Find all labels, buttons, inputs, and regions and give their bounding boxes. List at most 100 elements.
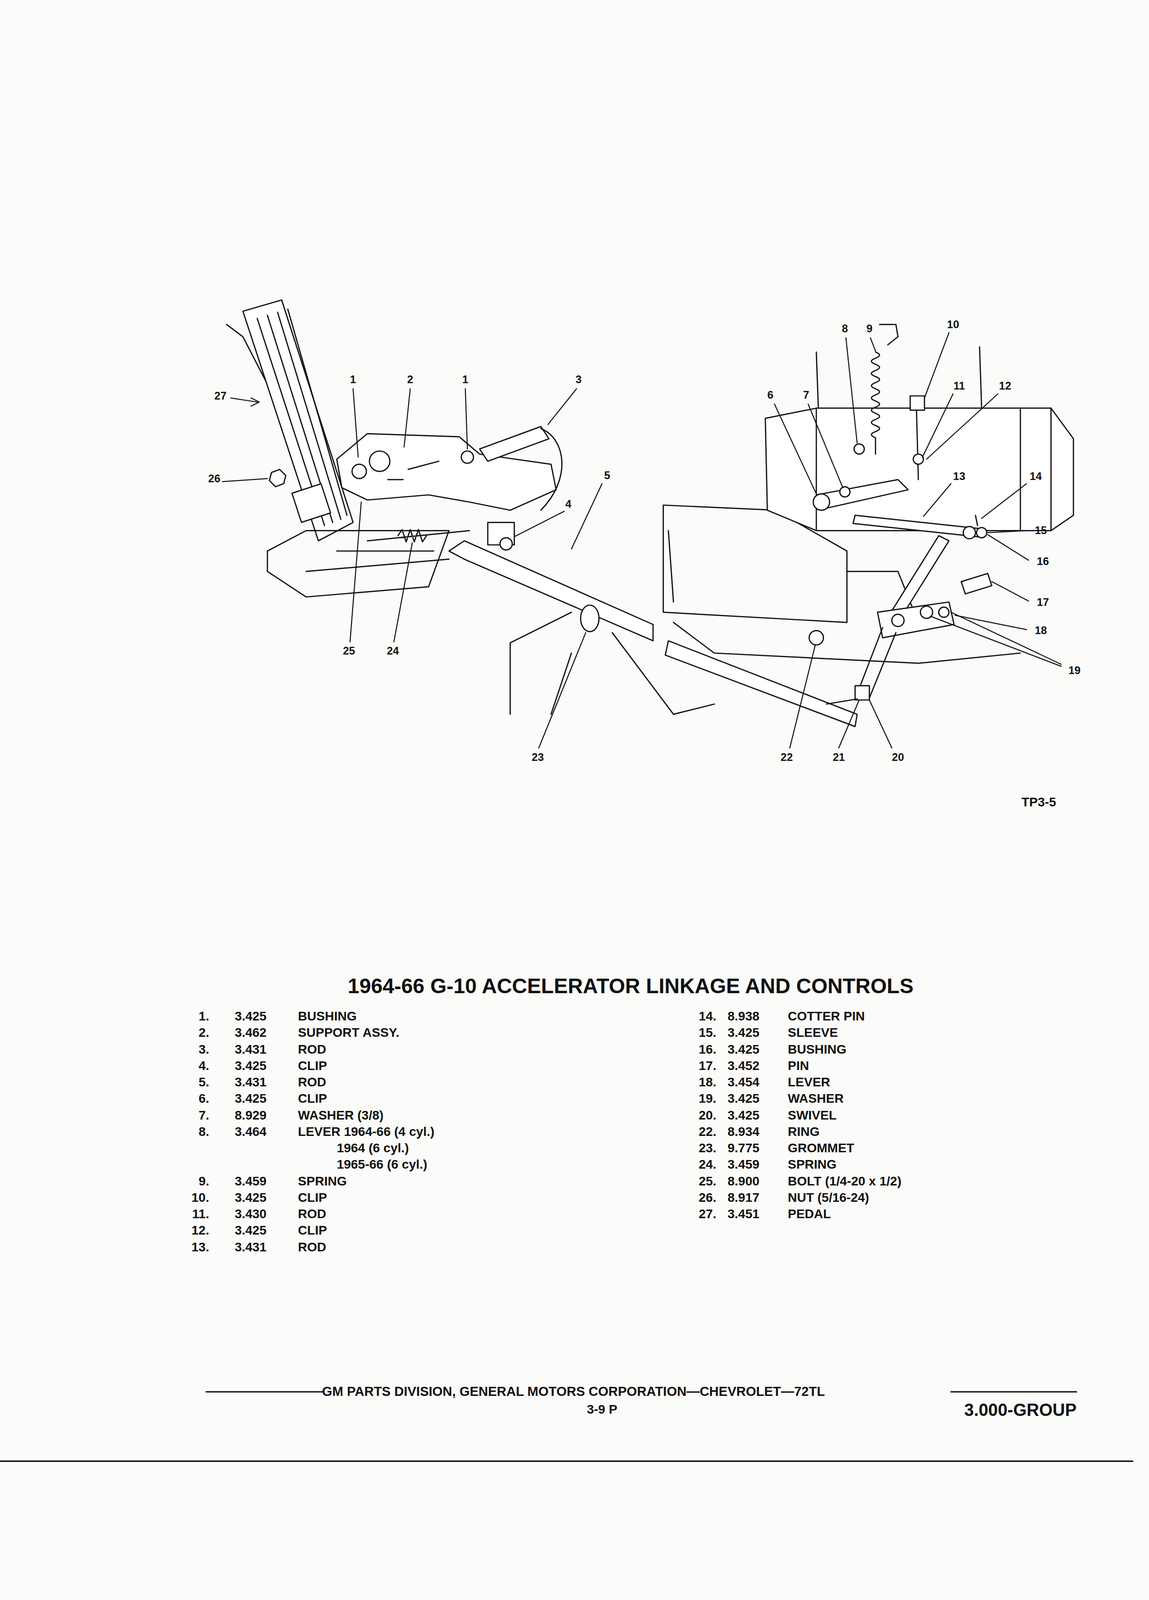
item-number: 23. xyxy=(698,1141,717,1156)
part-name: ROD xyxy=(298,1207,327,1222)
part-number: 3.430 xyxy=(234,1207,267,1222)
section-group: 3.000-GROUP xyxy=(964,1400,1077,1420)
item-number: 12. xyxy=(191,1223,210,1238)
part-number: 3.425 xyxy=(234,1059,267,1074)
part-number: 3.425 xyxy=(234,1009,267,1024)
callout-number: 2 xyxy=(407,373,414,386)
part-number: 9.775 xyxy=(727,1141,760,1156)
part-number: 3.425 xyxy=(727,1091,760,1106)
part-name: SWIVEL xyxy=(787,1108,837,1123)
part-number: 8.938 xyxy=(727,1009,760,1024)
item-number: 9. xyxy=(198,1173,210,1189)
part-number: 3.451 xyxy=(727,1207,760,1222)
part-name: ROD xyxy=(298,1075,327,1090)
item-number: 7. xyxy=(198,1108,210,1123)
item-number: 16. xyxy=(698,1042,717,1057)
part-name: GROMMET xyxy=(787,1141,855,1156)
callout-number: 10 xyxy=(947,318,960,331)
item-number: 5. xyxy=(198,1075,210,1090)
part-number: 8.900 xyxy=(727,1173,760,1189)
item-number: 26. xyxy=(698,1190,717,1205)
part-number: 3.425 xyxy=(234,1091,267,1106)
part-number: 3.452 xyxy=(727,1059,760,1074)
part-name: ROD xyxy=(298,1042,327,1057)
item-number: 14. xyxy=(698,1009,717,1024)
part-number: 3.454 xyxy=(727,1075,760,1090)
part-name: CLIP xyxy=(298,1223,328,1238)
part-number: 3.464 xyxy=(234,1124,267,1140)
item-number: 11. xyxy=(192,1207,210,1222)
part-name: SUPPORT ASSY. xyxy=(298,1025,400,1040)
callout-number: 21 xyxy=(832,751,845,764)
callout-number: 4 xyxy=(565,498,572,510)
title: 1964-66 G-10 ACCELERATOR LINKAGE AND CON… xyxy=(347,974,914,998)
part-name: RING xyxy=(787,1124,820,1140)
footer-text: GM PARTS DIVISION, GENERAL MOTORS CORPOR… xyxy=(322,1384,825,1399)
part-number: 3.425 xyxy=(234,1223,267,1238)
callout-number: 26 xyxy=(208,472,221,485)
part-name: BUSHING xyxy=(787,1042,847,1057)
item-number: 20. xyxy=(698,1108,717,1123)
callout-number: 25 xyxy=(342,644,355,657)
callout-number: 16 xyxy=(1036,555,1050,568)
callout-number: 8 xyxy=(841,322,848,335)
part-number: 3.431 xyxy=(234,1075,267,1090)
part-number: 3.425 xyxy=(234,1190,267,1205)
part-name: WASHER (3/8) xyxy=(298,1108,384,1123)
item-number: 3. xyxy=(198,1042,210,1057)
callout-number: 20 xyxy=(891,751,905,764)
part-name: BOLT (1/4-20 x 1/2) xyxy=(787,1173,902,1189)
part-number: 8.934 xyxy=(727,1124,760,1140)
item-number: 4. xyxy=(198,1059,210,1074)
item-number: 10. xyxy=(191,1190,210,1205)
part-number: 8.917 xyxy=(727,1190,760,1205)
part-number: 3.425 xyxy=(727,1025,760,1040)
callout-number: 9 xyxy=(866,322,873,335)
page-number: 3-9 P xyxy=(586,1402,618,1417)
item-number: 17. xyxy=(698,1059,717,1074)
callout-number: 11 xyxy=(953,379,965,392)
part-number: 3.462 xyxy=(234,1025,267,1040)
part-name: LEVER xyxy=(787,1075,830,1090)
part-name: NUT (5/16-24) xyxy=(787,1190,870,1205)
part-number: 3.425 xyxy=(727,1108,760,1123)
item-number: 2. xyxy=(198,1025,210,1040)
item-number: 6. xyxy=(198,1091,210,1106)
callout-number: 17 xyxy=(1036,595,1050,608)
item-number: 13. xyxy=(191,1239,210,1254)
part-name: CLIP xyxy=(298,1091,328,1106)
part-name: CLIP xyxy=(298,1190,328,1205)
item-number: 1. xyxy=(198,1009,210,1024)
item-number: 25. xyxy=(698,1173,717,1189)
part-number: 3.459 xyxy=(727,1157,760,1172)
part-name: SPRING xyxy=(787,1157,837,1172)
part-name: SLEEVE xyxy=(787,1025,838,1040)
part-name: BUSHING xyxy=(298,1009,357,1024)
figure-code: TP3-5 xyxy=(1021,794,1056,810)
callout-number: 1 xyxy=(349,373,356,386)
part-name: CLIP xyxy=(298,1059,328,1074)
part-name: WASHER xyxy=(787,1091,844,1106)
item-number: 22. xyxy=(698,1124,717,1140)
item-number: 8. xyxy=(198,1124,210,1140)
callout-number: 5 xyxy=(604,469,610,482)
callout-number: 18 xyxy=(1034,624,1048,637)
part-name: 1965-66 (6 cyl.) xyxy=(336,1157,428,1172)
callout-number: 27 xyxy=(214,389,227,402)
part-name: SPRING xyxy=(298,1173,347,1189)
callout-number: 12 xyxy=(999,379,1012,392)
part-number: 3.459 xyxy=(234,1173,267,1189)
part-name: ROD xyxy=(298,1239,327,1254)
part-name: LEVER 1964-66 (4 cyl.) xyxy=(298,1124,435,1140)
part-name: COTTER PIN xyxy=(787,1009,865,1024)
item-number: 27. xyxy=(698,1207,717,1222)
callout-number: 15 xyxy=(1034,524,1048,537)
part-number: 3.431 xyxy=(234,1239,267,1254)
callout-number: 1 xyxy=(462,373,469,386)
callout-number: 13 xyxy=(953,470,966,483)
item-number: 15. xyxy=(698,1025,717,1040)
part-name: 1964 (6 cyl.) xyxy=(336,1141,410,1156)
callout-number: 22 xyxy=(780,751,794,764)
